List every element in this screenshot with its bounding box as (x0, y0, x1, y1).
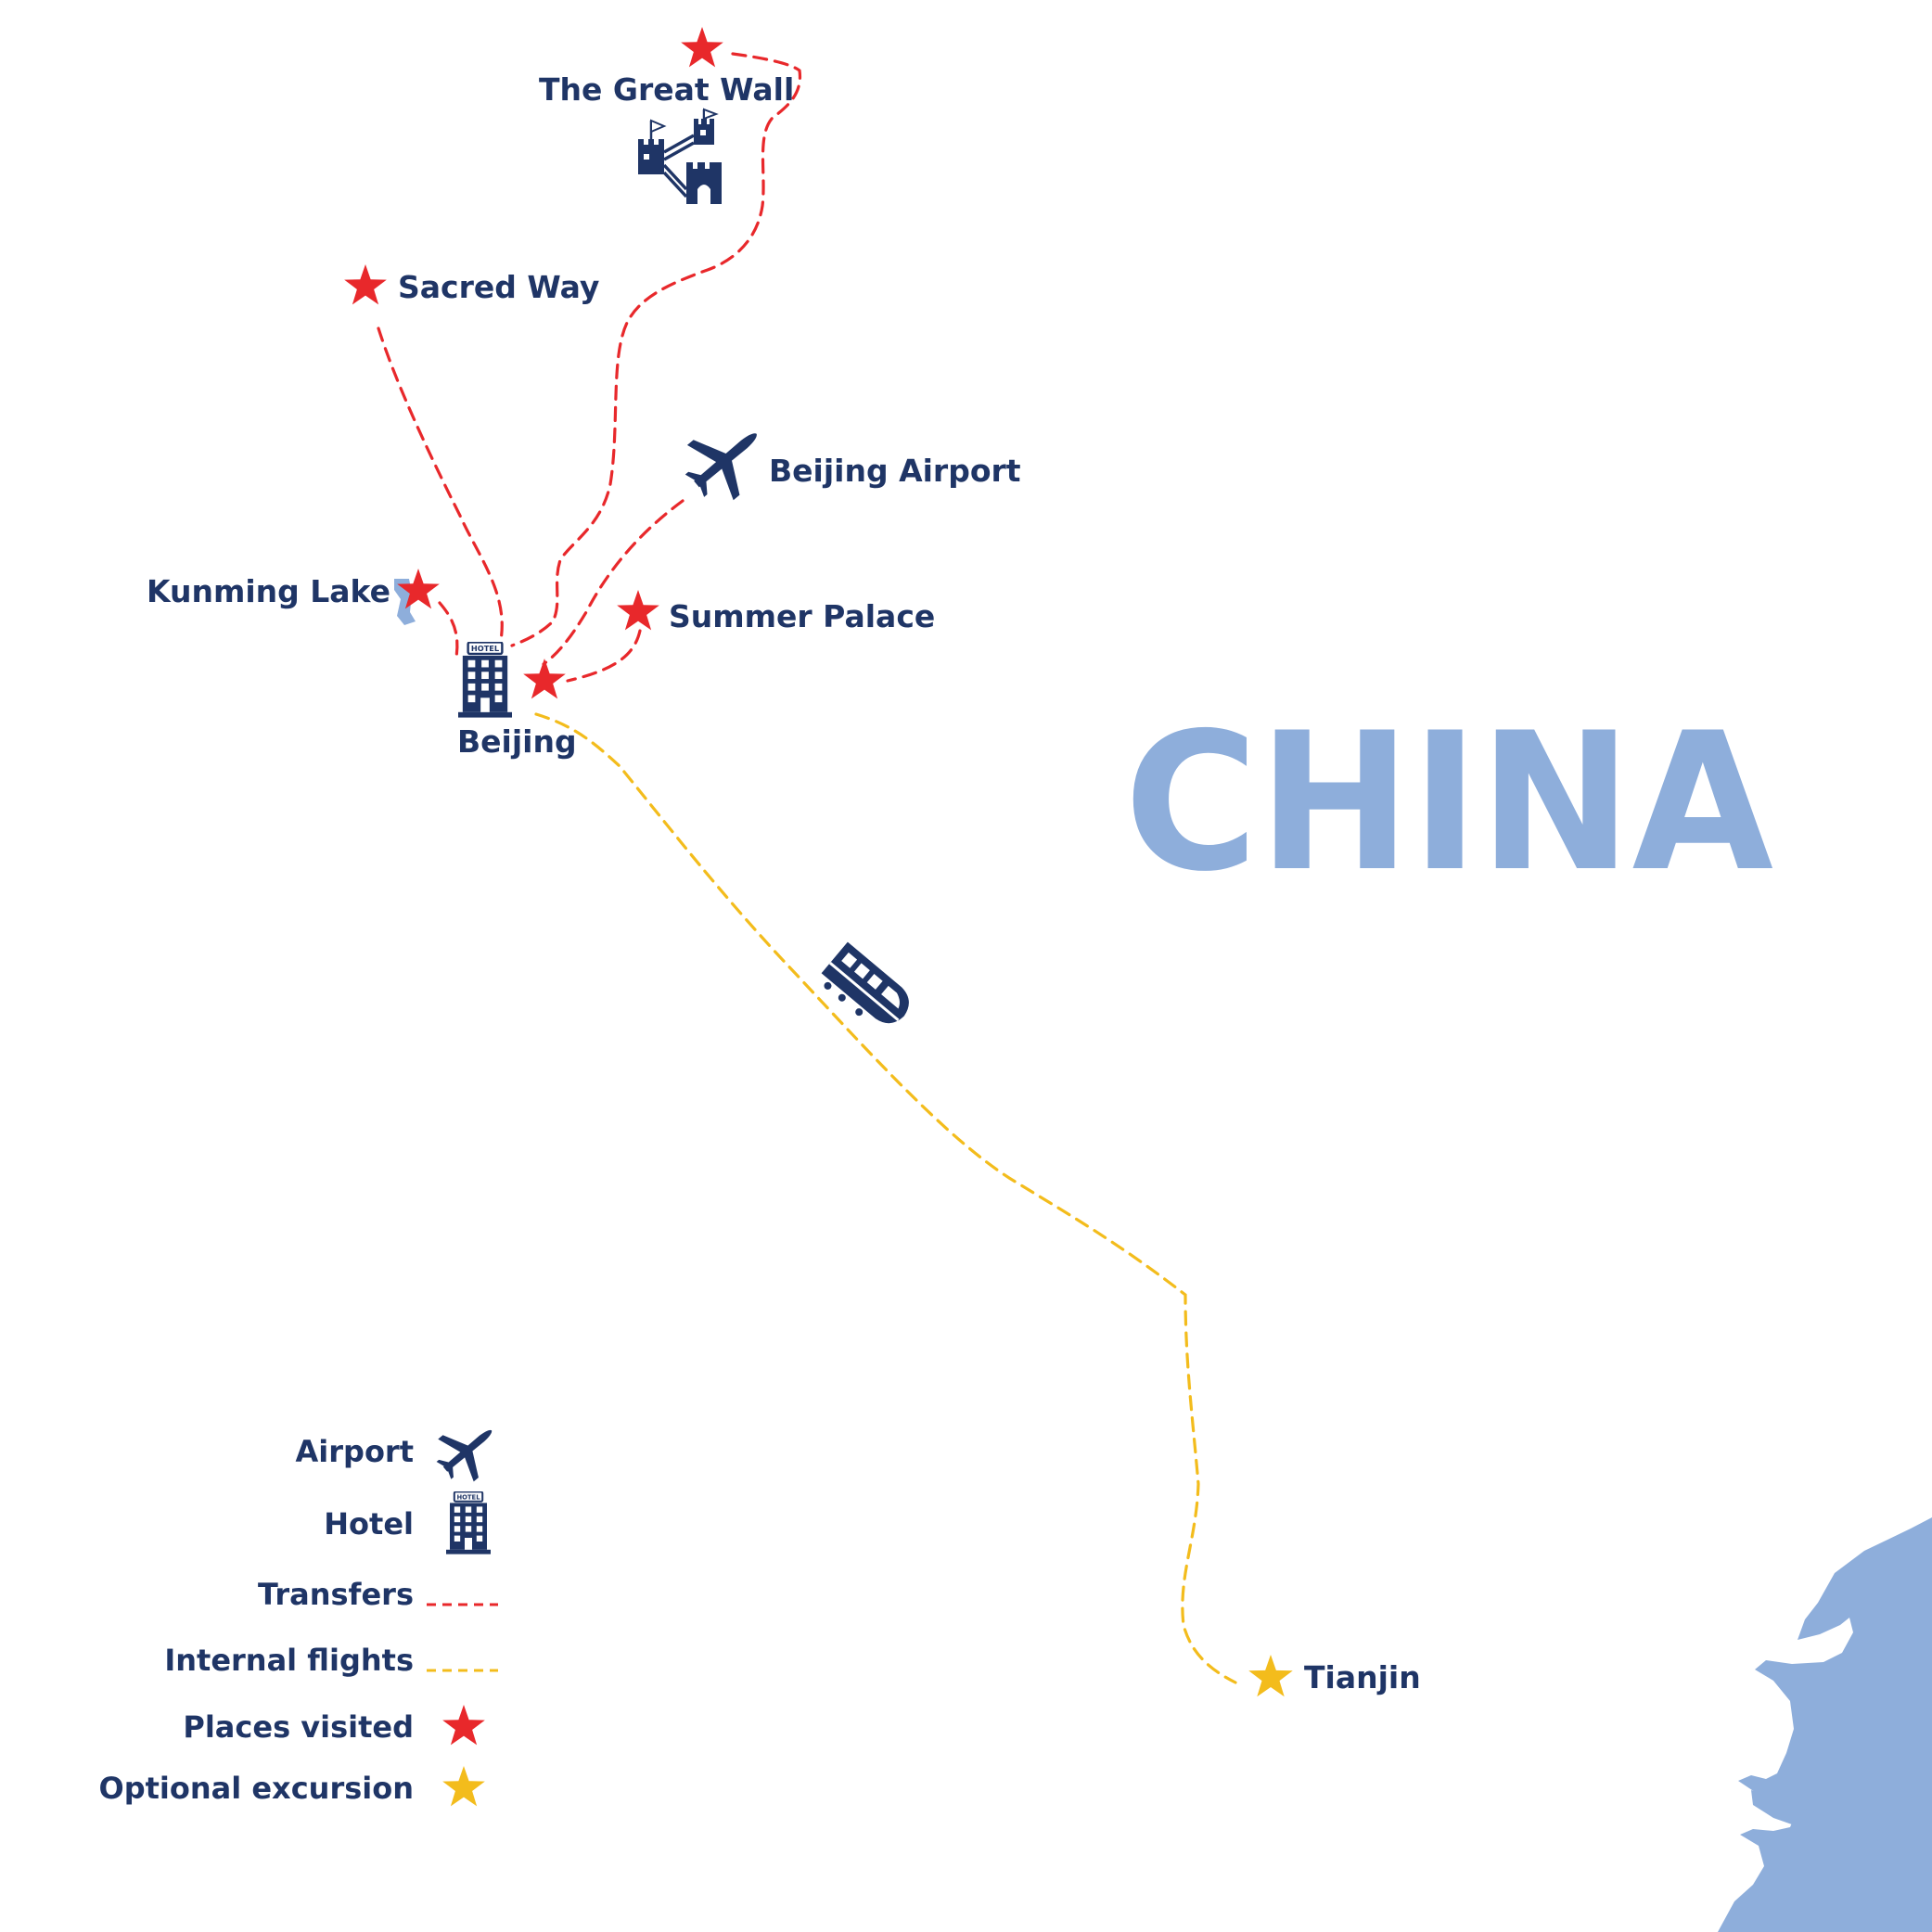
label-tianjin: Tianjin (1304, 1659, 1421, 1695)
label-great-wall: The Great Wall (539, 71, 794, 108)
route-kunming-lake (438, 601, 459, 659)
star-summer-palace (617, 590, 659, 631)
route-sacred-way (377, 326, 504, 642)
route-airport (542, 499, 685, 666)
legend-red-star-icon (442, 1705, 485, 1746)
star-great-wall (681, 27, 723, 68)
star-sacred-way (344, 264, 387, 305)
train-icon (821, 941, 909, 1024)
internal-flight-route (534, 712, 1237, 1684)
label-summer-palace: Summer Palace (669, 598, 935, 634)
legend-optional-excursion-label: Optional excursion (99, 1771, 415, 1806)
great-wall-icon (638, 108, 722, 204)
airplane-icon (685, 419, 766, 501)
route-summer-palace (566, 629, 642, 683)
legend-hotel-icon (446, 1491, 491, 1555)
route-great-wall (510, 52, 802, 647)
legend: Airport Hotel Transfers Internal flights… (99, 1419, 499, 1807)
coastline-land (1718, 1517, 1932, 1932)
hotel-icon (458, 642, 512, 718)
coastline-land-spit-2 (1812, 1835, 1861, 1868)
country-name: CHINA (1124, 693, 1773, 914)
star-tianjin (1248, 1655, 1293, 1697)
legend-places-visited-label: Places visited (183, 1709, 414, 1745)
legend-airplane-icon (436, 1419, 499, 1482)
legend-hotel-label: Hotel (324, 1506, 414, 1542)
legend-transfers-label: Transfers (258, 1577, 414, 1612)
legend-internal-flights-label: Internal flights (164, 1643, 414, 1678)
coastline-land-spit (1751, 1790, 1888, 1844)
legend-yellow-star-icon (442, 1766, 485, 1807)
label-sacred-way: Sacred Way (398, 269, 599, 305)
legend-airport-label: Airport (296, 1434, 414, 1469)
transfer-routes (377, 52, 802, 683)
label-beijing-airport: Beijing Airport (769, 453, 1021, 489)
label-beijing: Beijing (457, 723, 577, 760)
label-kunming-lake: Kunming Lake (147, 573, 390, 609)
star-beijing (523, 659, 566, 699)
